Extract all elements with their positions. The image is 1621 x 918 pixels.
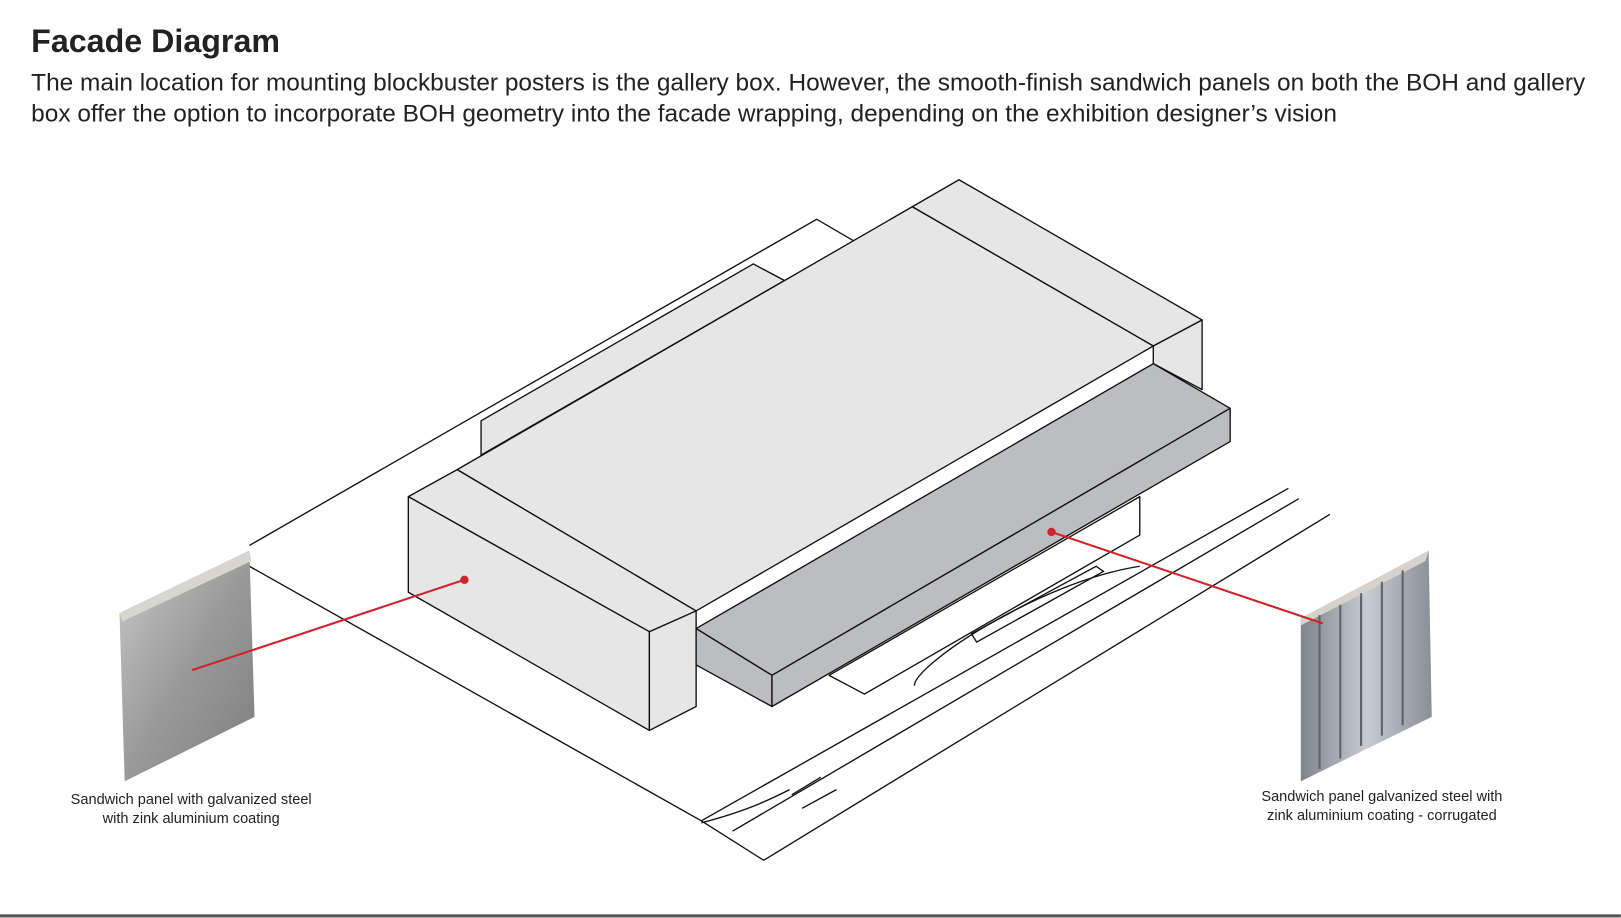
callout-line: with zink aluminium coating — [102, 809, 280, 827]
smooth-panel-sample — [119, 550, 255, 782]
leader-lines — [191, 527, 1323, 672]
page-title: Facade Diagram — [31, 22, 281, 60]
description: The main location for mounting blockbust… — [31, 68, 1586, 127]
callout-line: Sandwich panel galvanized steel with — [1261, 787, 1503, 805]
callout-line: zink aluminium coating - corrugated — [1267, 806, 1497, 823]
corrugated-panel-sample — [1300, 550, 1432, 782]
callout-line: Sandwich panel with galvanized steel — [70, 790, 312, 808]
building-massing — [407, 179, 1231, 732]
callout-corrugated-panel: Sandwich panel galvanized steel with zin… — [1236, 787, 1527, 824]
divider — [0, 914, 1621, 918]
site-outline — [249, 218, 1331, 861]
callout-smooth-panel: Sandwich panel with galvanized steel wit… — [46, 790, 337, 827]
